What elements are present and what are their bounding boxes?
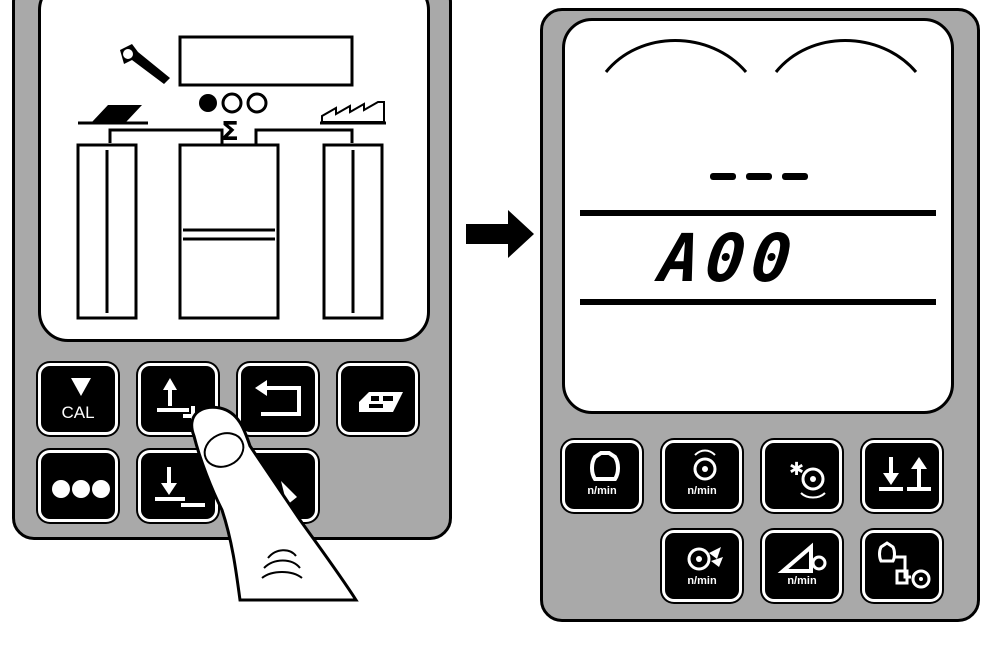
rotor-rpm-key[interactable]: n/min	[662, 440, 742, 512]
dash-segments	[710, 173, 808, 180]
dots-key[interactable]	[38, 450, 118, 522]
gear-star-icon: ✱	[789, 459, 826, 499]
circles-sigma-icon: Σ	[199, 92, 268, 147]
ground-speed-key-unit: n/min	[787, 575, 817, 587]
gear-star-key[interactable]: ✱	[762, 440, 842, 512]
fan-rpm-key[interactable]: n/min	[662, 530, 742, 602]
right-arc	[774, 39, 918, 73]
card-icon	[359, 392, 403, 412]
shaft-icon	[590, 451, 620, 481]
fan-icon	[687, 547, 723, 571]
rpm-key-unit: n/min	[587, 485, 617, 497]
fan-rpm-key-unit: n/min	[687, 575, 717, 587]
saw-icon	[320, 101, 386, 125]
plate-icon	[78, 105, 148, 125]
up-down-key[interactable]	[862, 440, 942, 512]
cal-key-label: CAL	[61, 403, 95, 422]
left-arc	[604, 39, 748, 73]
return-key[interactable]	[238, 363, 318, 435]
up-down-arrows-icon	[879, 457, 931, 491]
slope-icon	[777, 542, 827, 573]
down-triangle-icon	[71, 378, 91, 396]
down-arrow-minus-icon	[155, 467, 205, 507]
svg-text:Σ: Σ	[221, 117, 239, 147]
return-arrow-icon	[255, 380, 301, 416]
rpm-key[interactable]: n/min	[562, 440, 642, 512]
three-dots-icon	[52, 480, 110, 498]
ground-speed-key[interactable]: n/min	[762, 530, 842, 602]
unknown-icon	[281, 481, 297, 505]
transmission-icon	[878, 541, 931, 589]
cal-key[interactable]: CAL	[38, 363, 118, 435]
rotor-rpm-key-unit: n/min	[687, 485, 717, 497]
top-readout-box	[178, 35, 354, 87]
transmission-key[interactable]	[862, 530, 942, 602]
plus-key[interactable]	[138, 363, 218, 435]
svg-text:✱: ✱	[789, 459, 804, 480]
rotor-icon	[693, 449, 717, 481]
card-key[interactable]	[338, 363, 418, 435]
wrench-icon	[120, 44, 170, 84]
lcd-code-readout: A00	[656, 220, 802, 297]
